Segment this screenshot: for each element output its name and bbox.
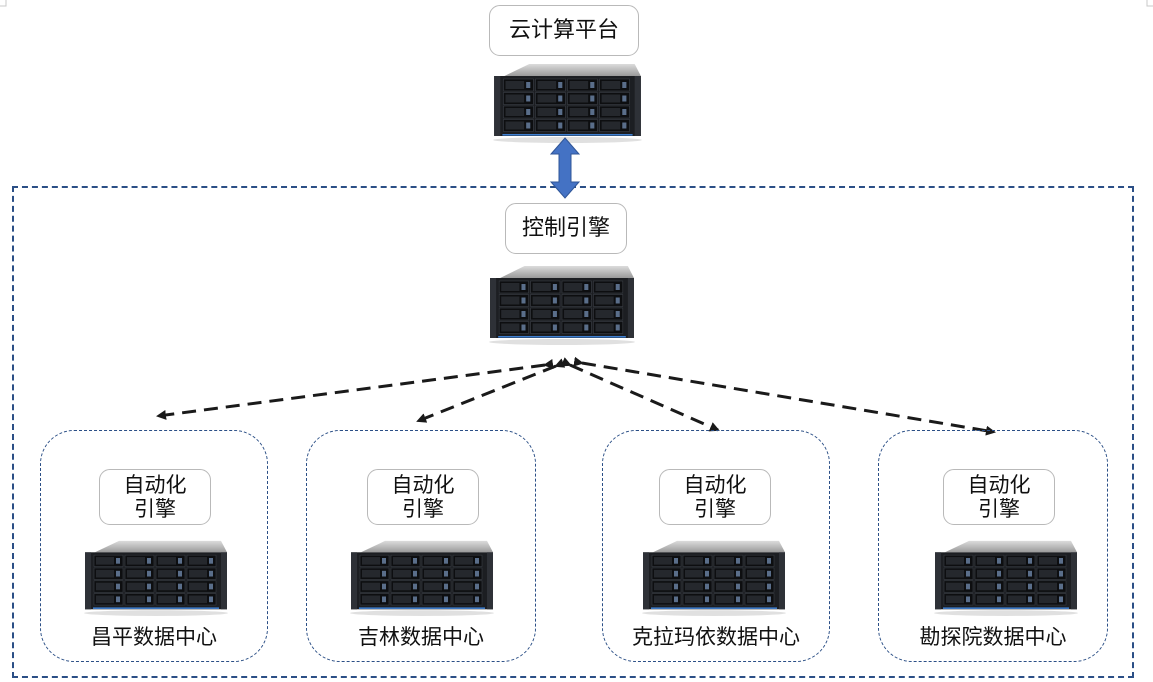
data-center-box: 自动化 引擎 昌平数据中心: [40, 430, 268, 662]
data-center-name: 昌平数据中心: [91, 625, 217, 649]
automation-engine-line1: 自动化: [391, 472, 455, 497]
server-icon: [84, 540, 228, 616]
automation-engine-line1: 自动化: [123, 472, 187, 497]
data-center-box: 自动化 引擎 吉林数据中心: [306, 430, 536, 662]
data-center-box: 自动化 引擎 克拉玛依数据中心: [602, 430, 830, 662]
dashed-arrow-icon: [156, 358, 554, 420]
corner-mark-left: [0, 0, 7, 7]
dashed-arrow-icon: [573, 356, 996, 436]
automation-engine-line1: 自动化: [967, 472, 1031, 497]
control-engine-text: 控制引擎: [521, 215, 610, 241]
dashed-arrow-icon: [416, 358, 566, 423]
data-center-name: 勘探院数据中心: [919, 625, 1067, 649]
automation-engine-line2: 引擎: [978, 497, 1020, 521]
server-icon: [934, 540, 1078, 616]
dashed-arrow-icon: [560, 357, 720, 432]
automation-engine-label: 自动化 引擎: [659, 469, 771, 525]
cloud-platform-label: 云计算平台: [489, 5, 639, 56]
automation-engine-line2: 引擎: [694, 497, 736, 521]
automation-engine-label: 自动化 引擎: [367, 469, 479, 525]
server-icon: [493, 64, 642, 143]
automation-engine-label: 自动化 引擎: [943, 469, 1055, 525]
server-icon: [642, 540, 786, 616]
automation-engine-line2: 引擎: [402, 497, 444, 521]
automation-engine-label: 自动化 引擎: [99, 469, 211, 525]
automation-engine-line1: 自动化: [683, 472, 747, 497]
corner-mark-right: [1146, 0, 1153, 7]
automation-engine-line2: 引擎: [134, 497, 176, 521]
control-engine-label: 控制引擎: [505, 203, 627, 254]
data-center-box: 自动化 引擎 勘探院数据中心: [878, 430, 1108, 662]
server-icon: [489, 266, 635, 345]
cloud-platform-text: 云计算平台: [508, 17, 619, 43]
server-icon: [350, 540, 494, 616]
data-center-name: 吉林数据中心: [358, 625, 484, 649]
double-arrow-icon: [549, 137, 581, 199]
data-center-name: 克拉玛依数据中心: [632, 625, 800, 649]
